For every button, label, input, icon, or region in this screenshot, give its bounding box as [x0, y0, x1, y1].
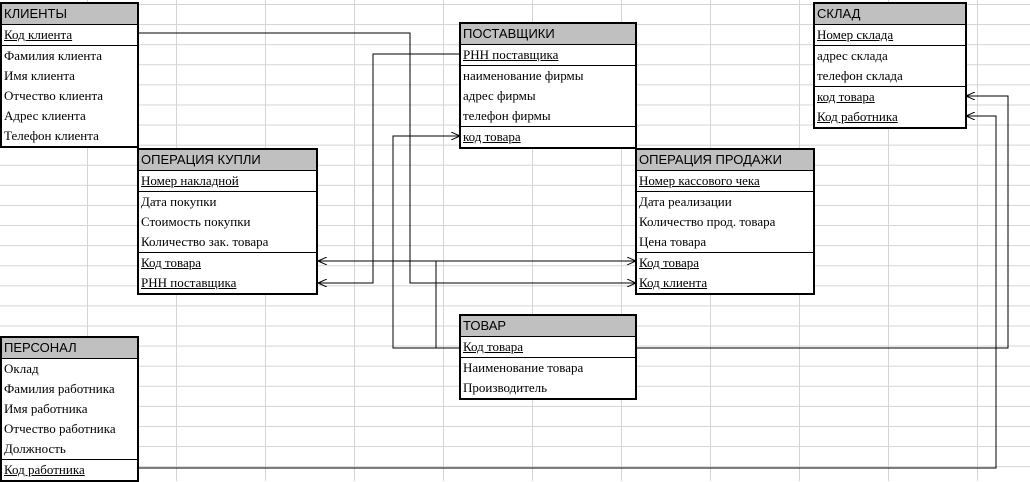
entity-field-key: Код товара [463, 339, 524, 354]
entity-title: ОПЕРАЦИЯ КУПЛИ [139, 150, 316, 171]
entity-title: ПОСТАВЩИКИ [461, 24, 635, 45]
entity-field-key: РНН поставщика [463, 47, 559, 62]
entity-field: Количество прод. товара [639, 214, 776, 229]
entity-field: Дата реализации [637, 191, 813, 212]
entity-field: Дата покупки [139, 191, 316, 212]
entity-title: ТОВАР [461, 316, 635, 337]
entity-goods: ТОВАР Код товара Наименование товара Про… [459, 314, 637, 400]
entity-field-key: Код товара [637, 252, 813, 273]
entity-field-key: Номер накладной [141, 173, 239, 188]
entity-field: Фамилия работника [4, 381, 115, 396]
entity-purchase: ОПЕРАЦИЯ КУПЛИ Номер накладной Дата поку… [137, 148, 318, 295]
entity-field: Цена товара [639, 234, 707, 249]
entity-field: Отчество работника [4, 421, 116, 436]
entity-field: Имя работника [4, 401, 88, 416]
entity-field-key: код товара [461, 126, 635, 147]
entity-field-key: Номер склада [817, 27, 894, 42]
entity-field: Фамилия клиента [2, 45, 137, 66]
entity-field-key: код товара [815, 86, 965, 107]
entity-title: ОПЕРАЦИЯ ПРОДАЖИ [637, 150, 813, 171]
entity-suppliers: ПОСТАВЩИКИ РНН поставщика наименование ф… [459, 22, 637, 149]
entity-field: наименование фирмы [461, 65, 635, 86]
entity-field-key: Код работника [2, 459, 137, 480]
entity-field-key: Код клиента [639, 275, 708, 290]
entity-field: Имя клиента [4, 68, 75, 83]
entity-field: адрес склада [815, 45, 965, 66]
entity-field-key: Код клиента [4, 27, 73, 42]
entity-field: Должность [4, 441, 66, 456]
entity-warehouse: СКЛАД Номер склада адрес склада телефон … [813, 2, 967, 129]
entity-title: ПЕРСОНАЛ [2, 338, 137, 359]
entity-title: СКЛАД [815, 4, 965, 25]
entity-field: телефон склада [817, 68, 903, 83]
link-goods-to-supplier [392, 136, 460, 349]
entity-field: адрес фирмы [463, 88, 536, 103]
entity-title: КЛИЕНТЫ [2, 4, 137, 25]
entity-field-key: РНН поставщика [141, 275, 237, 290]
entity-field-key: Код товара [139, 252, 316, 273]
entity-field: телефон фирмы [463, 108, 551, 123]
link-supplier-to-purchase [318, 53, 460, 283]
entity-field: Стоимость покупки [141, 214, 251, 229]
link-staff-to-warehouse [138, 116, 997, 469]
link-goods-to-purchase [318, 261, 460, 349]
entity-field-key: Код работника [817, 109, 898, 124]
entity-field: Количество зак. товара [141, 234, 269, 249]
entity-field: Адрес клиента [4, 108, 86, 123]
link-goods-to-warehouse [636, 96, 1009, 349]
entity-sale: ОПЕРАЦИЯ ПРОДАЖИ Номер кассового чека Да… [635, 148, 815, 295]
link-client-to-sale [138, 32, 636, 283]
entity-field: Оклад [4, 361, 39, 376]
entity-field: Телефон клиента [4, 128, 99, 143]
entity-field-key: Номер кассового чека [639, 173, 760, 188]
entity-field: Отчество клиента [4, 88, 104, 103]
entity-clients: КЛИЕНТЫ Код клиента Фамилия клиента Имя … [0, 2, 139, 148]
entity-field: Производитель [463, 380, 548, 395]
entity-staff: ПЕРСОНАЛ Оклад Фамилия работника Имя раб… [0, 336, 139, 482]
entity-field: Наименование товара [461, 357, 635, 378]
